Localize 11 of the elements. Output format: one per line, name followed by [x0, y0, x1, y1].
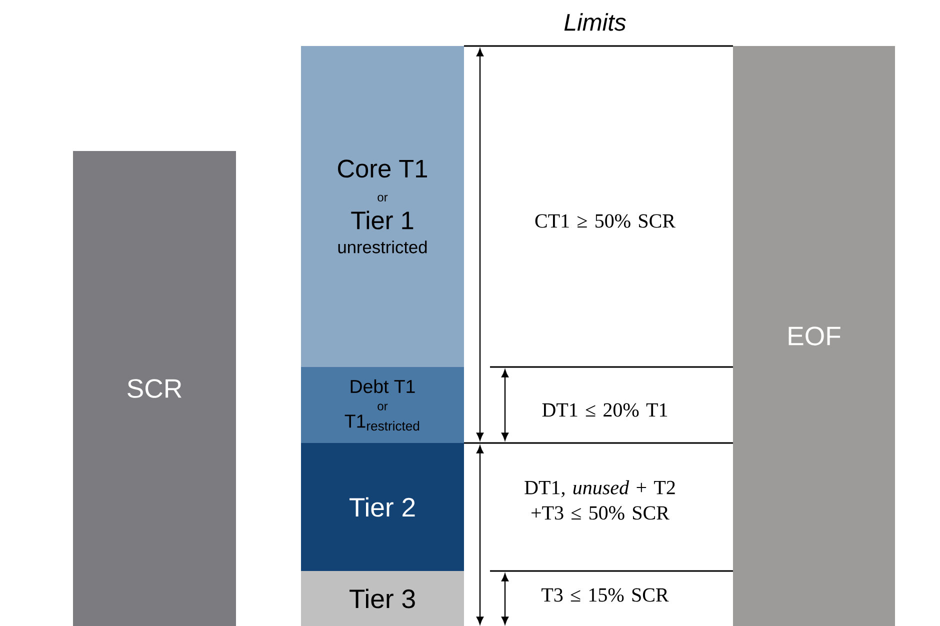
tier-block: Debt T1 or $\text{T1}_{\text{restricted}}$: [301, 367, 464, 443]
limit-formula: DT1, unused + T2 +T3 ≤ 50% SCR: [524, 480, 675, 520]
heading: Limits: [564, 13, 626, 31]
scr-bar: SCR: [73, 151, 236, 626]
limit-formula: T3 ≤ 15% SCR: [542, 588, 669, 602]
tier-block: Core T1 or Tier 1 unrestricted: [301, 46, 464, 367]
tier-block: Tier 3: [301, 571, 464, 626]
tier-block: Tier 2: [301, 443, 464, 571]
limit-formula: DT1 ≤ 20% T1: [542, 403, 668, 417]
eof-bar: EOF: [733, 46, 895, 626]
limit-formula: CT1 ≥ 50% SCR: [535, 214, 676, 228]
